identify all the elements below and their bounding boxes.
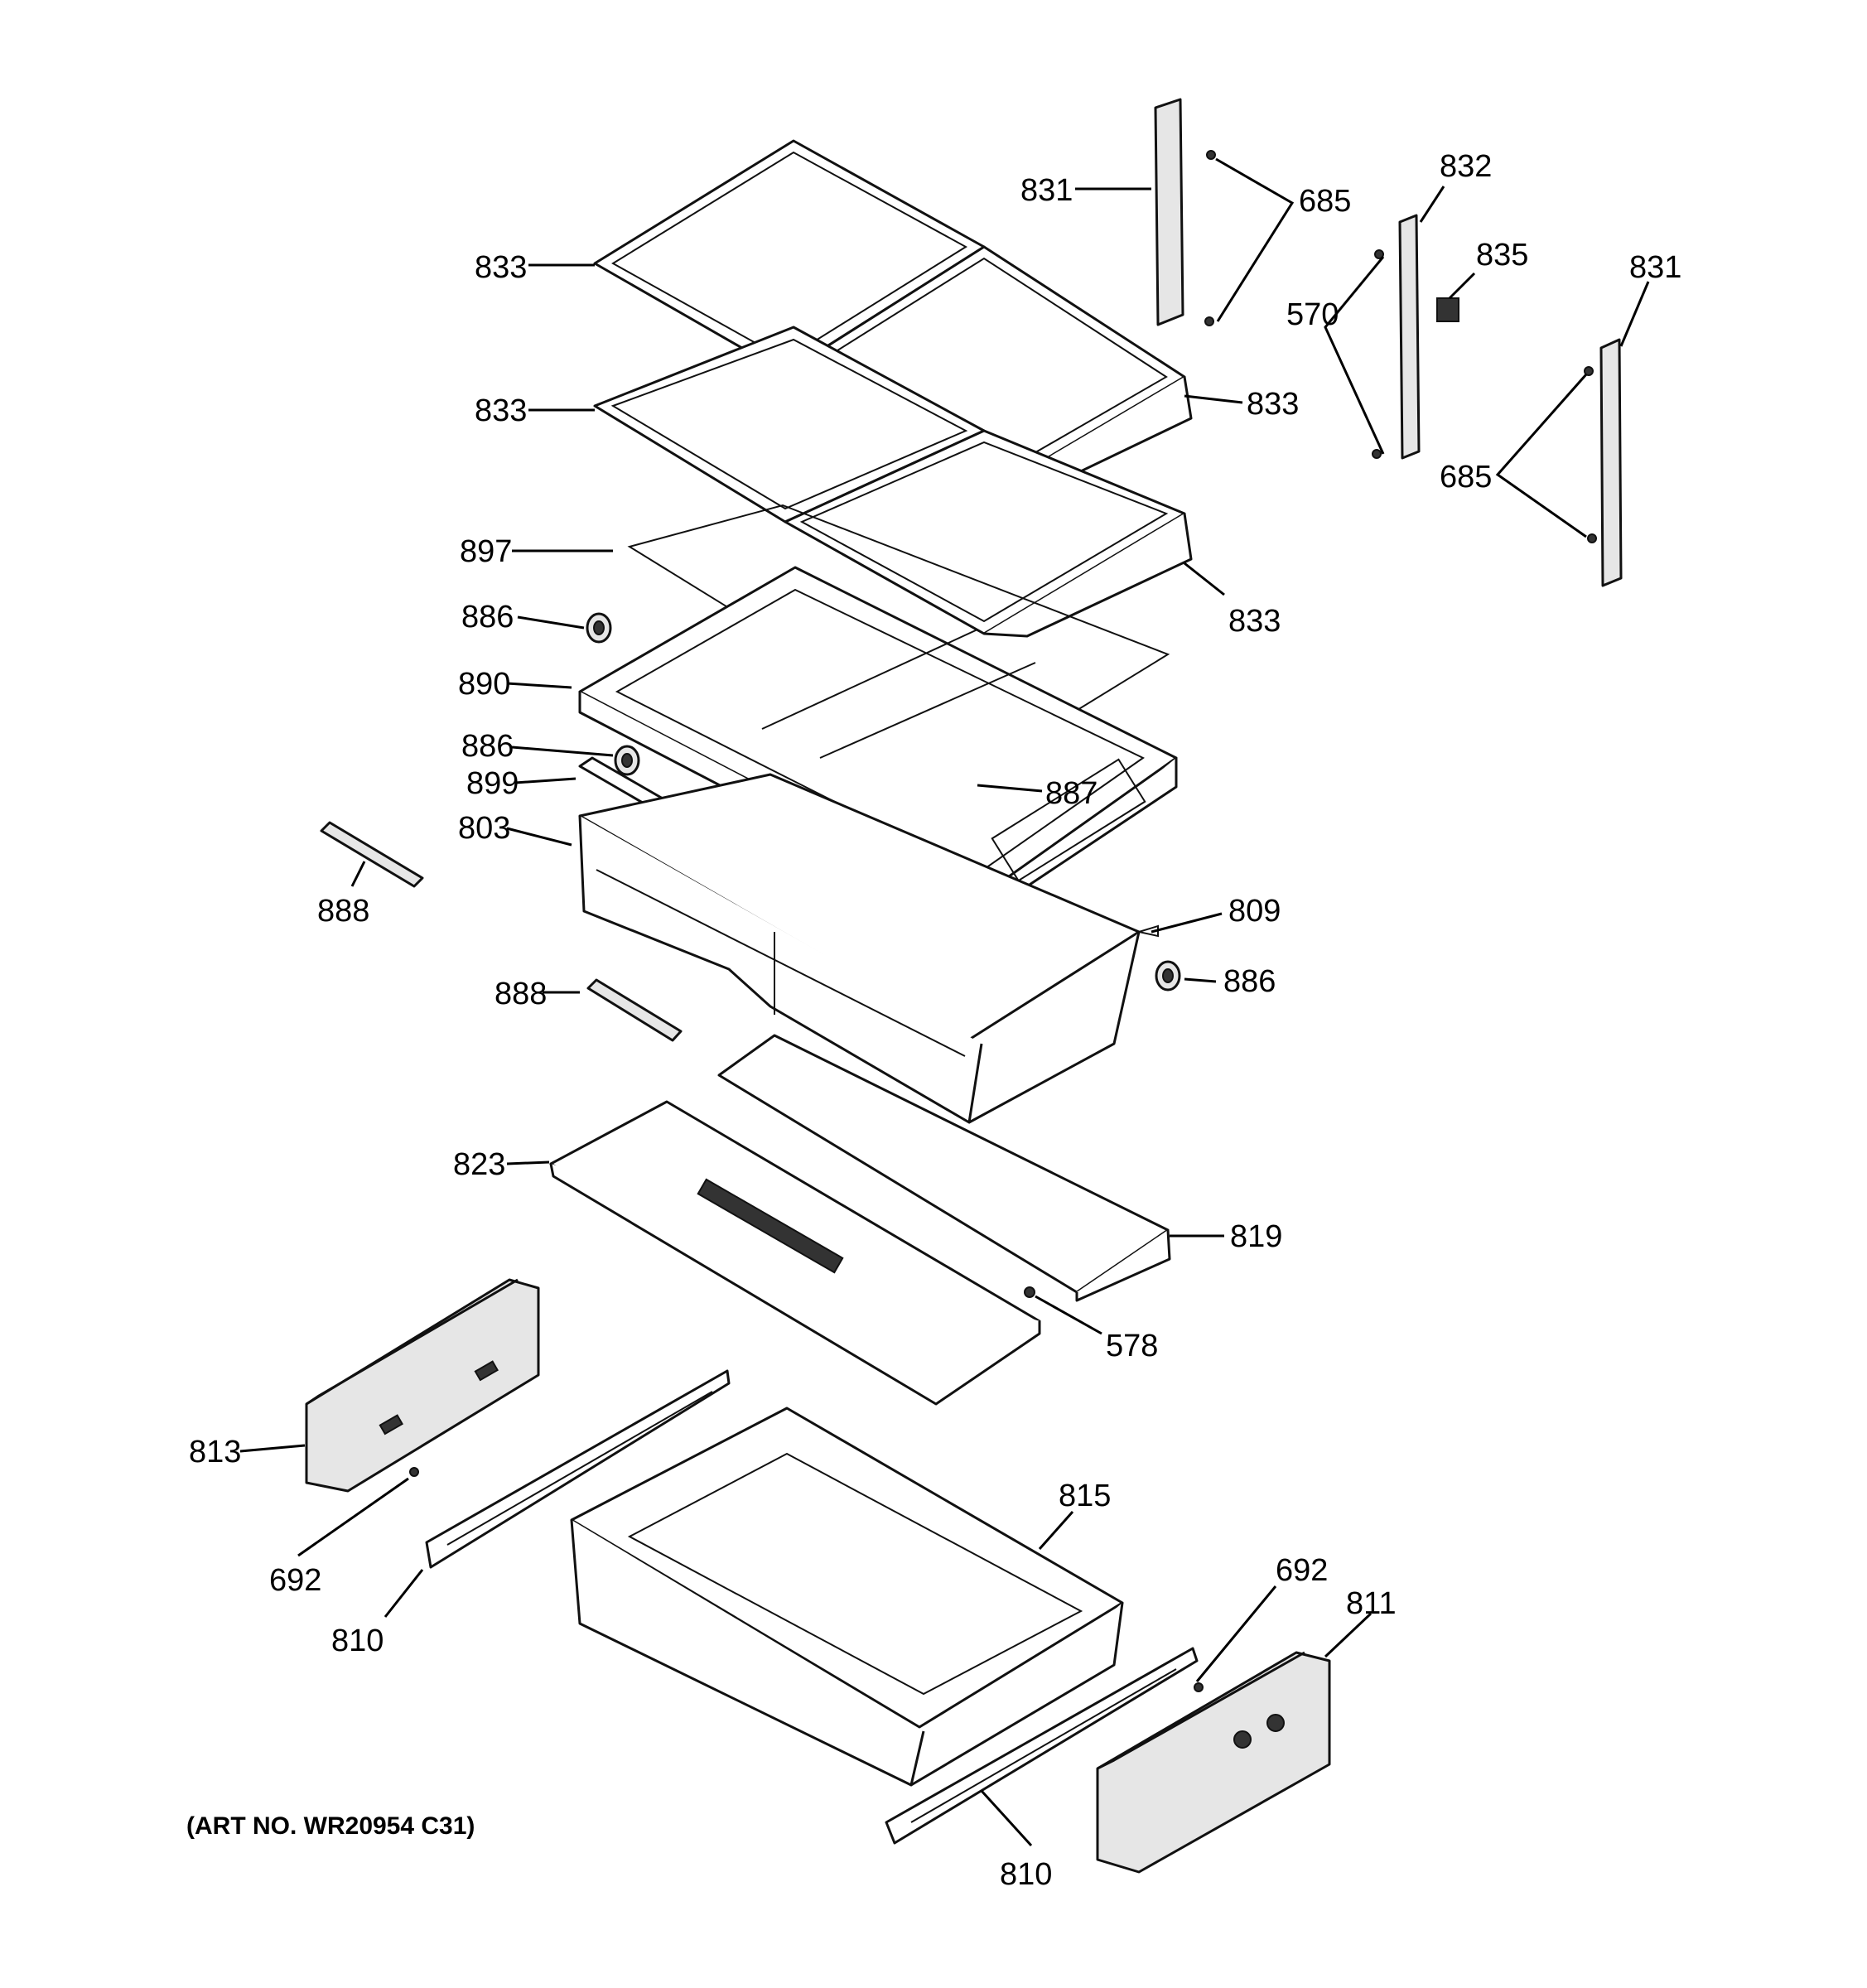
- callout-890: 890: [458, 667, 510, 702]
- callout-815: 815: [1059, 1479, 1111, 1513]
- callout-835: 835: [1476, 238, 1528, 273]
- callout-886-right: 886: [1223, 964, 1276, 999]
- pan-803[interactable]: [578, 773, 1141, 1124]
- screw-578[interactable]: [1024, 1286, 1035, 1298]
- callout-897: 897: [460, 534, 512, 569]
- spacer-886-a[interactable]: [586, 612, 612, 644]
- screw-570-b[interactable]: [1372, 449, 1382, 459]
- drawer-815[interactable]: [570, 1407, 1124, 1787]
- callout-685-top: 685: [1299, 184, 1351, 219]
- callout-888-upper: 888: [317, 894, 369, 929]
- callout-813: 813: [189, 1435, 241, 1469]
- callout-888-lower: 888: [494, 977, 547, 1011]
- callout-886-middle: 886: [461, 729, 514, 764]
- standard-831-left[interactable]: [1154, 98, 1184, 326]
- screw-692-left[interactable]: [409, 1467, 419, 1477]
- callout-832: 832: [1440, 149, 1492, 184]
- standard-831-right[interactable]: [1599, 338, 1623, 587]
- callout-833-lower-right: 833: [1228, 604, 1281, 639]
- screw-685-d[interactable]: [1587, 533, 1597, 543]
- callout-810-left: 810: [331, 1624, 384, 1658]
- callout-831-right: 831: [1629, 250, 1681, 285]
- callout-570: 570: [1286, 297, 1339, 332]
- screw-685-b[interactable]: [1204, 316, 1214, 326]
- spacer-886-c[interactable]: [1155, 960, 1181, 992]
- callout-833-upper-right: 833: [1247, 387, 1299, 422]
- screw-570-a[interactable]: [1374, 249, 1384, 259]
- callout-899: 899: [466, 766, 519, 801]
- leader-lines: [239, 157, 1650, 1847]
- callout-809: 809: [1228, 894, 1281, 929]
- callout-833-upper-left: 833: [475, 250, 527, 285]
- callout-819: 819: [1230, 1219, 1282, 1254]
- screw-685-c[interactable]: [1584, 366, 1594, 376]
- shelf-819[interactable]: [717, 1034, 1171, 1302]
- spacer-886-b[interactable]: [614, 745, 640, 776]
- standard-832[interactable]: [1398, 214, 1421, 460]
- callout-831-left: 831: [1020, 173, 1073, 208]
- slide-810-lower[interactable]: [885, 1647, 1199, 1845]
- cover-823[interactable]: [549, 1100, 1041, 1406]
- housing-811[interactable]: [1096, 1651, 1331, 1874]
- callout-833-lower-left: 833: [475, 393, 527, 428]
- housing-813[interactable]: [305, 1278, 540, 1493]
- callout-692-left: 692: [269, 1563, 321, 1598]
- callout-803: 803: [458, 811, 510, 846]
- screw-692-right[interactable]: [1194, 1682, 1204, 1692]
- handle-888-upper[interactable]: [320, 821, 424, 888]
- art-number: (ART NO. WR20954 C31): [186, 1812, 475, 1840]
- callout-labels: 831 685 832 835 831 570 685 833 833 833 …: [189, 149, 1681, 1892]
- callout-685-right: 685: [1440, 460, 1492, 495]
- shelf-833-lower-right[interactable]: [784, 429, 1193, 638]
- callout-886-upper: 886: [461, 600, 514, 635]
- callout-887: 887: [1045, 776, 1098, 811]
- slide-810-upper[interactable]: [425, 1369, 731, 1569]
- clip-835[interactable]: [1436, 297, 1459, 322]
- callout-692-right: 692: [1276, 1553, 1328, 1588]
- callout-811: 811: [1346, 1586, 1397, 1621]
- screw-685-a[interactable]: [1206, 150, 1216, 160]
- callout-810-right: 810: [1000, 1857, 1052, 1892]
- callout-823: 823: [453, 1147, 505, 1182]
- handle-888-lower[interactable]: [586, 978, 683, 1042]
- callout-578: 578: [1106, 1329, 1158, 1363]
